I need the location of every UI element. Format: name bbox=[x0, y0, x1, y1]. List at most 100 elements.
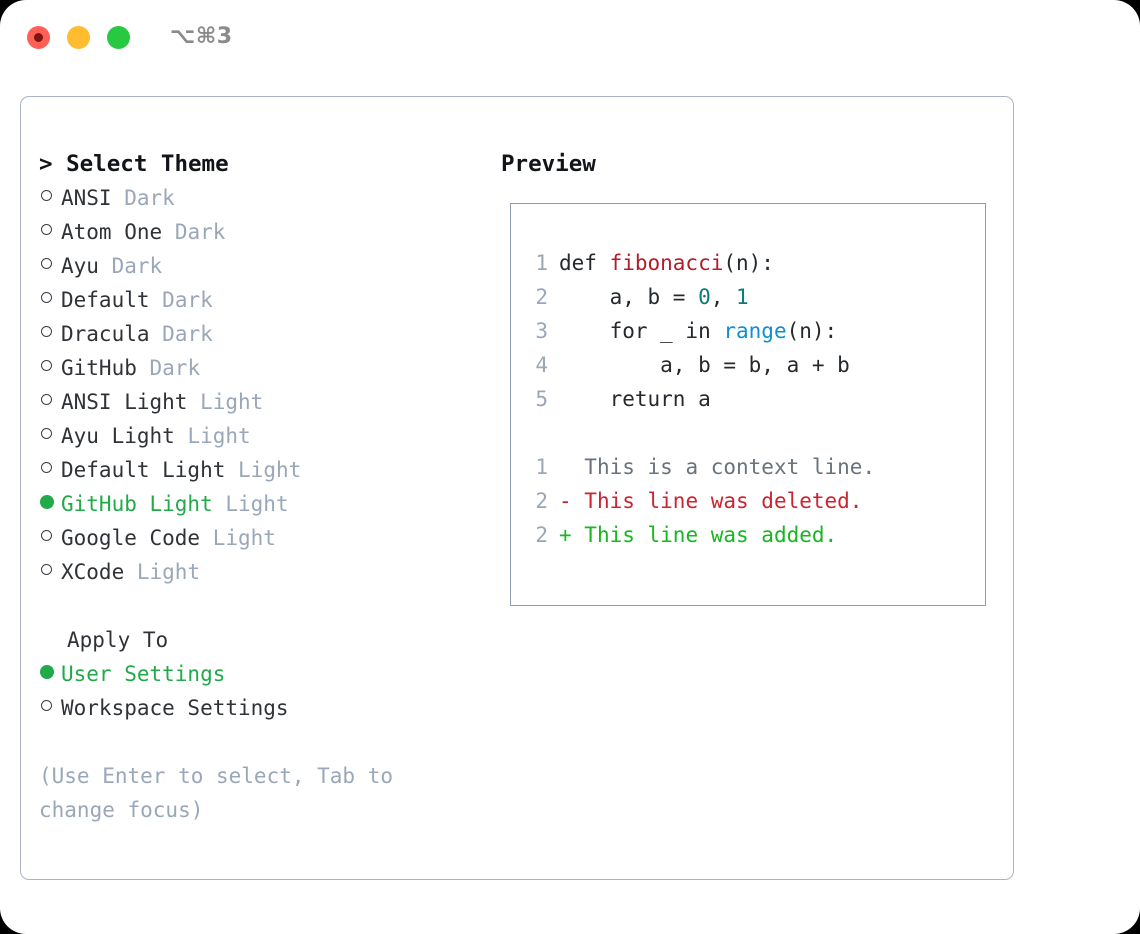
label-separator bbox=[225, 453, 238, 487]
theme-option-ansi-light[interactable]: ANSI Light Light bbox=[39, 385, 499, 419]
theme-variant-tag: Light bbox=[225, 492, 289, 516]
theme-variant-tag: Light bbox=[187, 424, 251, 448]
hollow-circle-icon bbox=[41, 700, 52, 711]
code-token-num: 1 bbox=[736, 285, 749, 309]
code-line-text: return a bbox=[559, 382, 711, 416]
code-line: 5 return a bbox=[524, 382, 875, 416]
theme-variant-tag: Light bbox=[136, 560, 201, 584]
diff-line-add: 2 + This line was added. bbox=[524, 518, 875, 552]
hollow-circle-icon bbox=[41, 394, 52, 405]
code-line: 3 for _ in range(n): bbox=[524, 314, 875, 348]
theme-option-label: Ayu Light bbox=[61, 424, 175, 448]
hollow-circle-icon bbox=[41, 292, 52, 303]
line-number: 2 bbox=[535, 523, 548, 547]
apply-to-option-label: Workspace Settings bbox=[61, 696, 289, 720]
code-token-plain: a, b = bbox=[559, 285, 699, 309]
line-number: 1 bbox=[535, 455, 548, 479]
code-token-plain: for _ in bbox=[559, 319, 724, 343]
preview-heading: Preview bbox=[501, 151, 596, 177]
code-line: 4 a, b = b, a + b bbox=[524, 348, 875, 382]
diff-line-text: This line was added. bbox=[584, 523, 838, 547]
apply-to-option-workspace-settings[interactable]: Workspace Settings bbox=[39, 691, 499, 725]
hollow-circle-icon bbox=[41, 462, 52, 473]
label-separator bbox=[162, 215, 175, 249]
line-number: 1 bbox=[535, 251, 548, 275]
apply-to-option-user-settings[interactable]: User Settings bbox=[39, 657, 499, 691]
label-separator bbox=[150, 283, 163, 317]
label-separator bbox=[213, 487, 226, 521]
theme-option-label: Ayu bbox=[61, 254, 99, 278]
line-number: 3 bbox=[535, 319, 548, 343]
theme-option-xcode[interactable]: XCode Light bbox=[39, 555, 499, 589]
diff-line-del: 2- This line was deleted. bbox=[524, 484, 875, 518]
label-separator bbox=[175, 419, 188, 453]
diff-marker: + bbox=[559, 523, 585, 547]
theme-option-default-light[interactable]: Default Light Light bbox=[39, 453, 499, 487]
code-token-fn: fibonacci bbox=[609, 251, 724, 275]
theme-option-atom-one[interactable]: Atom One Dark bbox=[39, 215, 499, 249]
hollow-circle-icon bbox=[41, 530, 52, 541]
code-line: 2 a, b = 0, 1 bbox=[524, 280, 875, 314]
theme-option-google-code[interactable]: Google Code Light bbox=[39, 521, 499, 555]
theme-option-label: Dracula bbox=[61, 322, 150, 346]
code-diff-separator bbox=[524, 416, 875, 450]
hollow-circle-icon bbox=[41, 190, 52, 201]
code-token-plain: a, b = b, a + b bbox=[559, 353, 850, 377]
zoom-button[interactable] bbox=[107, 26, 130, 49]
theme-option-label: GitHub bbox=[61, 356, 137, 380]
theme-variant-tag: Dark bbox=[111, 254, 163, 278]
code-token-plain: (n): bbox=[786, 319, 838, 343]
apply-to-option-label: User Settings bbox=[61, 662, 226, 686]
line-number: 2 bbox=[535, 285, 548, 309]
label-separator bbox=[124, 555, 137, 589]
select-theme-heading: > Select Theme bbox=[39, 151, 229, 177]
theme-variant-tag: Dark bbox=[162, 322, 213, 346]
label-separator bbox=[150, 317, 163, 351]
diff-line-ctx: 1 This is a context line. bbox=[524, 450, 875, 484]
line-number: 5 bbox=[535, 387, 548, 411]
diff-line-text: This line was deleted. bbox=[584, 489, 863, 513]
diff-marker bbox=[559, 450, 584, 484]
theme-option-label: ANSI bbox=[61, 186, 112, 210]
code-line-text: def fibonacci(n): bbox=[559, 246, 774, 280]
theme-option-ayu[interactable]: Ayu Dark bbox=[39, 249, 499, 283]
theme-option-label: Google Code bbox=[61, 526, 201, 550]
theme-option-dracula[interactable]: Dracula Dark bbox=[39, 317, 499, 351]
title-bar: ⌥⌘3 bbox=[0, 0, 1140, 76]
diff-line-text: This is a context line. bbox=[584, 455, 876, 479]
label-separator bbox=[112, 181, 125, 215]
apply-to-heading: Apply To bbox=[67, 628, 169, 652]
hollow-circle-icon bbox=[41, 258, 52, 269]
filled-circle-icon bbox=[40, 495, 54, 509]
label-separator bbox=[99, 249, 112, 283]
window-controls bbox=[27, 26, 130, 49]
code-line-text: for _ in range(n): bbox=[559, 314, 838, 348]
theme-option-label: Atom One bbox=[61, 220, 163, 244]
code-line-text: a, b = b, a + b bbox=[559, 348, 850, 382]
keyboard-hint-text: (Use Enter to select, Tab to change focu… bbox=[39, 764, 406, 822]
theme-option-label: ANSI Light bbox=[61, 390, 188, 414]
theme-option-github-light[interactable]: GitHub Light Light bbox=[39, 487, 499, 521]
line-number: 2 bbox=[535, 489, 548, 513]
theme-option-default[interactable]: Default Dark bbox=[39, 283, 499, 317]
theme-option-ayu-light[interactable]: Ayu Light Light bbox=[39, 419, 499, 453]
code-token-plain: , bbox=[710, 285, 737, 309]
label-separator bbox=[137, 351, 150, 385]
hollow-circle-icon bbox=[41, 224, 52, 235]
theme-option-label: Default Light bbox=[61, 458, 226, 482]
theme-option-github[interactable]: GitHub Dark bbox=[39, 351, 499, 385]
theme-option-ansi[interactable]: ANSI Dark bbox=[39, 181, 499, 215]
code-token-plain: (n): bbox=[723, 251, 774, 275]
code-token-num: 0 bbox=[698, 285, 711, 309]
code-token-plain: def bbox=[559, 251, 610, 275]
minimize-button[interactable] bbox=[67, 26, 90, 49]
code-token-call: range bbox=[723, 319, 787, 343]
close-button[interactable] bbox=[27, 26, 50, 49]
theme-variant-tag: Light bbox=[238, 458, 302, 482]
